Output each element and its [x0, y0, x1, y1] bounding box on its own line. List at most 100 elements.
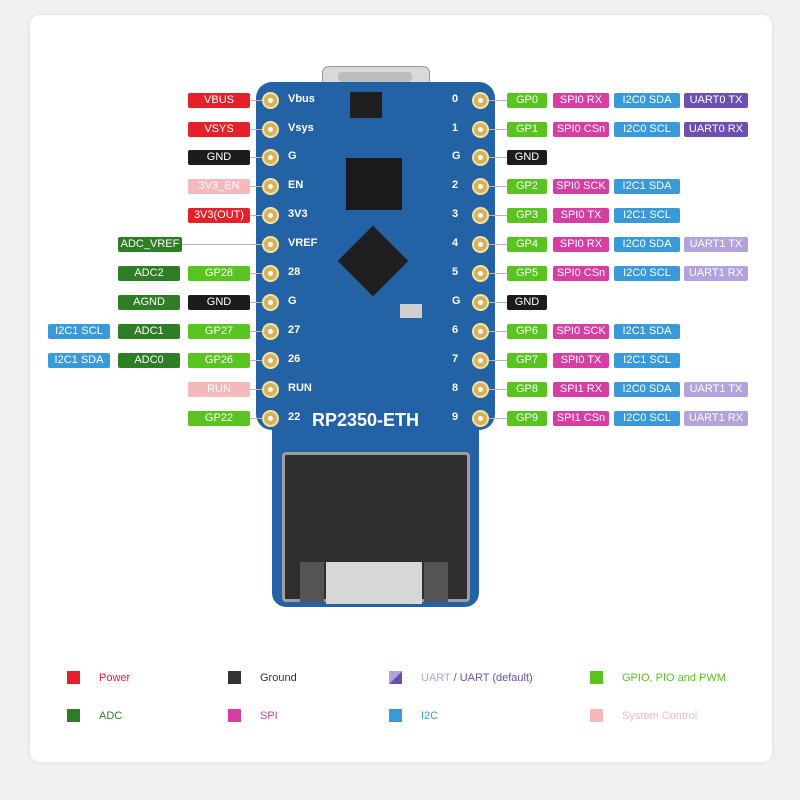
pin-function-right-3-1: SPI0 SCK	[553, 179, 609, 194]
pin-function-right-10-0: GP8	[507, 382, 547, 397]
board-pin-label-right-2: G	[452, 150, 461, 162]
pin-function-right-0-3: UART0 TX	[684, 93, 748, 108]
connector-right-1	[489, 129, 507, 130]
flash-chip	[346, 158, 402, 210]
pin-function-left-4-0: 3V3(OUT)	[188, 208, 250, 223]
connector-left-1	[250, 129, 262, 130]
connector-right-4	[489, 215, 507, 216]
connector-left-0	[250, 100, 262, 101]
connector-left-7	[250, 302, 262, 303]
connector-right-0	[489, 100, 507, 101]
pin-function-left-8-0: I2C1 SCL	[48, 324, 110, 339]
pin-function-right-3-2: I2C1 SDA	[614, 179, 680, 194]
pin-pad-left-11	[262, 410, 279, 427]
pin-pad-right-0	[472, 92, 489, 109]
board-pin-label-left-4: 3V3	[288, 208, 308, 220]
pin-pad-right-7	[472, 294, 489, 311]
pin-function-right-2-0: GND	[507, 150, 547, 165]
pin-function-right-0-2: I2C0 SDA	[614, 93, 680, 108]
pin-pad-left-8	[262, 323, 279, 340]
pin-pad-right-9	[472, 352, 489, 369]
board-pin-label-left-7: G	[288, 295, 297, 307]
pin-function-right-10-1: SPI1 RX	[553, 382, 609, 397]
pin-function-right-10-3: UART1 TX	[684, 382, 748, 397]
connector-right-5	[489, 244, 507, 245]
legend-ground-swatch	[228, 671, 241, 684]
pin-function-left-0-0: VBUS	[188, 93, 250, 108]
pin-function-right-9-2: I2C1 SCL	[614, 353, 680, 368]
pin-function-right-5-2: I2C0 SDA	[614, 237, 680, 252]
pin-function-left-7-0: AGND	[118, 295, 180, 310]
connector-right-11	[489, 418, 507, 419]
pin-function-right-4-2: I2C1 SCL	[614, 208, 680, 223]
pin-function-right-6-3: UART1 RX	[684, 266, 748, 281]
pin-pad-left-7	[262, 294, 279, 311]
pin-pad-left-3	[262, 178, 279, 195]
pin-pad-right-1	[472, 121, 489, 138]
pin-function-right-8-2: I2C1 SDA	[614, 324, 680, 339]
pin-pad-left-6	[262, 265, 279, 282]
legend-ground-label: Ground	[260, 672, 297, 684]
pin-function-left-6-1: GP28	[188, 266, 250, 281]
pin-function-right-1-1: SPI0 CSn	[553, 122, 609, 137]
pin-function-right-11-3: UART1 RX	[684, 411, 748, 426]
board-pin-label-right-1: 1	[452, 122, 459, 134]
legend-spi-swatch	[228, 709, 241, 722]
pin-function-left-5-0: ADC_VREF	[118, 237, 182, 252]
legend-power-label: Power	[99, 672, 131, 684]
connector-left-6	[250, 273, 262, 274]
connector-left-10	[250, 389, 262, 390]
legend-i2c-label: I2C	[421, 710, 439, 722]
legend-spi-label: SPI	[260, 710, 278, 722]
board-pin-label-right-8: 6	[452, 324, 459, 336]
connector-right-8	[489, 331, 507, 332]
legend-gpio-swatch	[590, 671, 603, 684]
legend-uart-default-label: UART (default)	[459, 672, 533, 684]
board-pin-label-right-0: 0	[452, 93, 459, 105]
pin-function-left-9-1: ADC0	[118, 353, 180, 368]
pin-function-left-10-0: RUN	[188, 382, 250, 397]
pin-function-right-5-0: GP4	[507, 237, 547, 252]
pin-pad-right-3	[472, 178, 489, 195]
connector-left-5	[182, 244, 262, 245]
legend-uart-label: UART	[421, 672, 451, 684]
board-pin-label-left-1: Vsys	[288, 122, 314, 134]
pin-function-left-8-2: GP27	[188, 324, 250, 339]
pin-function-right-9-0: GP7	[507, 353, 547, 368]
pin-function-left-6-0: ADC2	[118, 266, 180, 281]
legend-power-swatch	[67, 671, 80, 684]
pin-function-right-4-0: GP3	[507, 208, 547, 223]
connector-right-6	[489, 273, 507, 274]
pin-function-right-8-1: SPI0 SCK	[553, 324, 609, 339]
board-pin-label-left-6: 28	[288, 266, 301, 278]
legend-uart-swatch	[389, 671, 402, 684]
pin-function-left-11-0: GP22	[188, 411, 250, 426]
pin-function-right-8-0: GP6	[507, 324, 547, 339]
pin-pad-left-0	[262, 92, 279, 109]
connector-right-2	[489, 157, 507, 158]
connector-left-3	[250, 186, 262, 187]
board-pin-label-left-8: 27	[288, 324, 301, 336]
connector-right-10	[489, 389, 507, 390]
pin-function-left-8-1: ADC1	[118, 324, 180, 339]
connector-right-9	[489, 360, 507, 361]
pin-function-right-3-0: GP2	[507, 179, 547, 194]
connector-left-9	[250, 360, 262, 361]
ethernet-tab-right	[424, 562, 448, 602]
pin-function-right-7-0: GND	[507, 295, 547, 310]
pin-function-right-6-2: I2C0 SCL	[614, 266, 680, 281]
pin-pad-left-2	[262, 149, 279, 166]
pin-function-right-11-0: GP9	[507, 411, 547, 426]
pin-function-left-2-0: GND	[188, 150, 250, 165]
pin-pad-left-4	[262, 207, 279, 224]
pin-function-left-9-0: I2C1 SDA	[48, 353, 110, 368]
ethernet-tab-left	[300, 562, 324, 602]
pin-pad-right-6	[472, 265, 489, 282]
board-pin-label-right-10: 8	[452, 382, 459, 394]
connector-left-11	[250, 418, 262, 419]
board-pin-label-left-9: 26	[288, 353, 301, 365]
pin-function-right-0-0: GP0	[507, 93, 547, 108]
board-name: RP2350-ETH	[312, 410, 420, 430]
pin-function-right-0-1: SPI0 RX	[553, 93, 609, 108]
crystal	[400, 304, 422, 318]
